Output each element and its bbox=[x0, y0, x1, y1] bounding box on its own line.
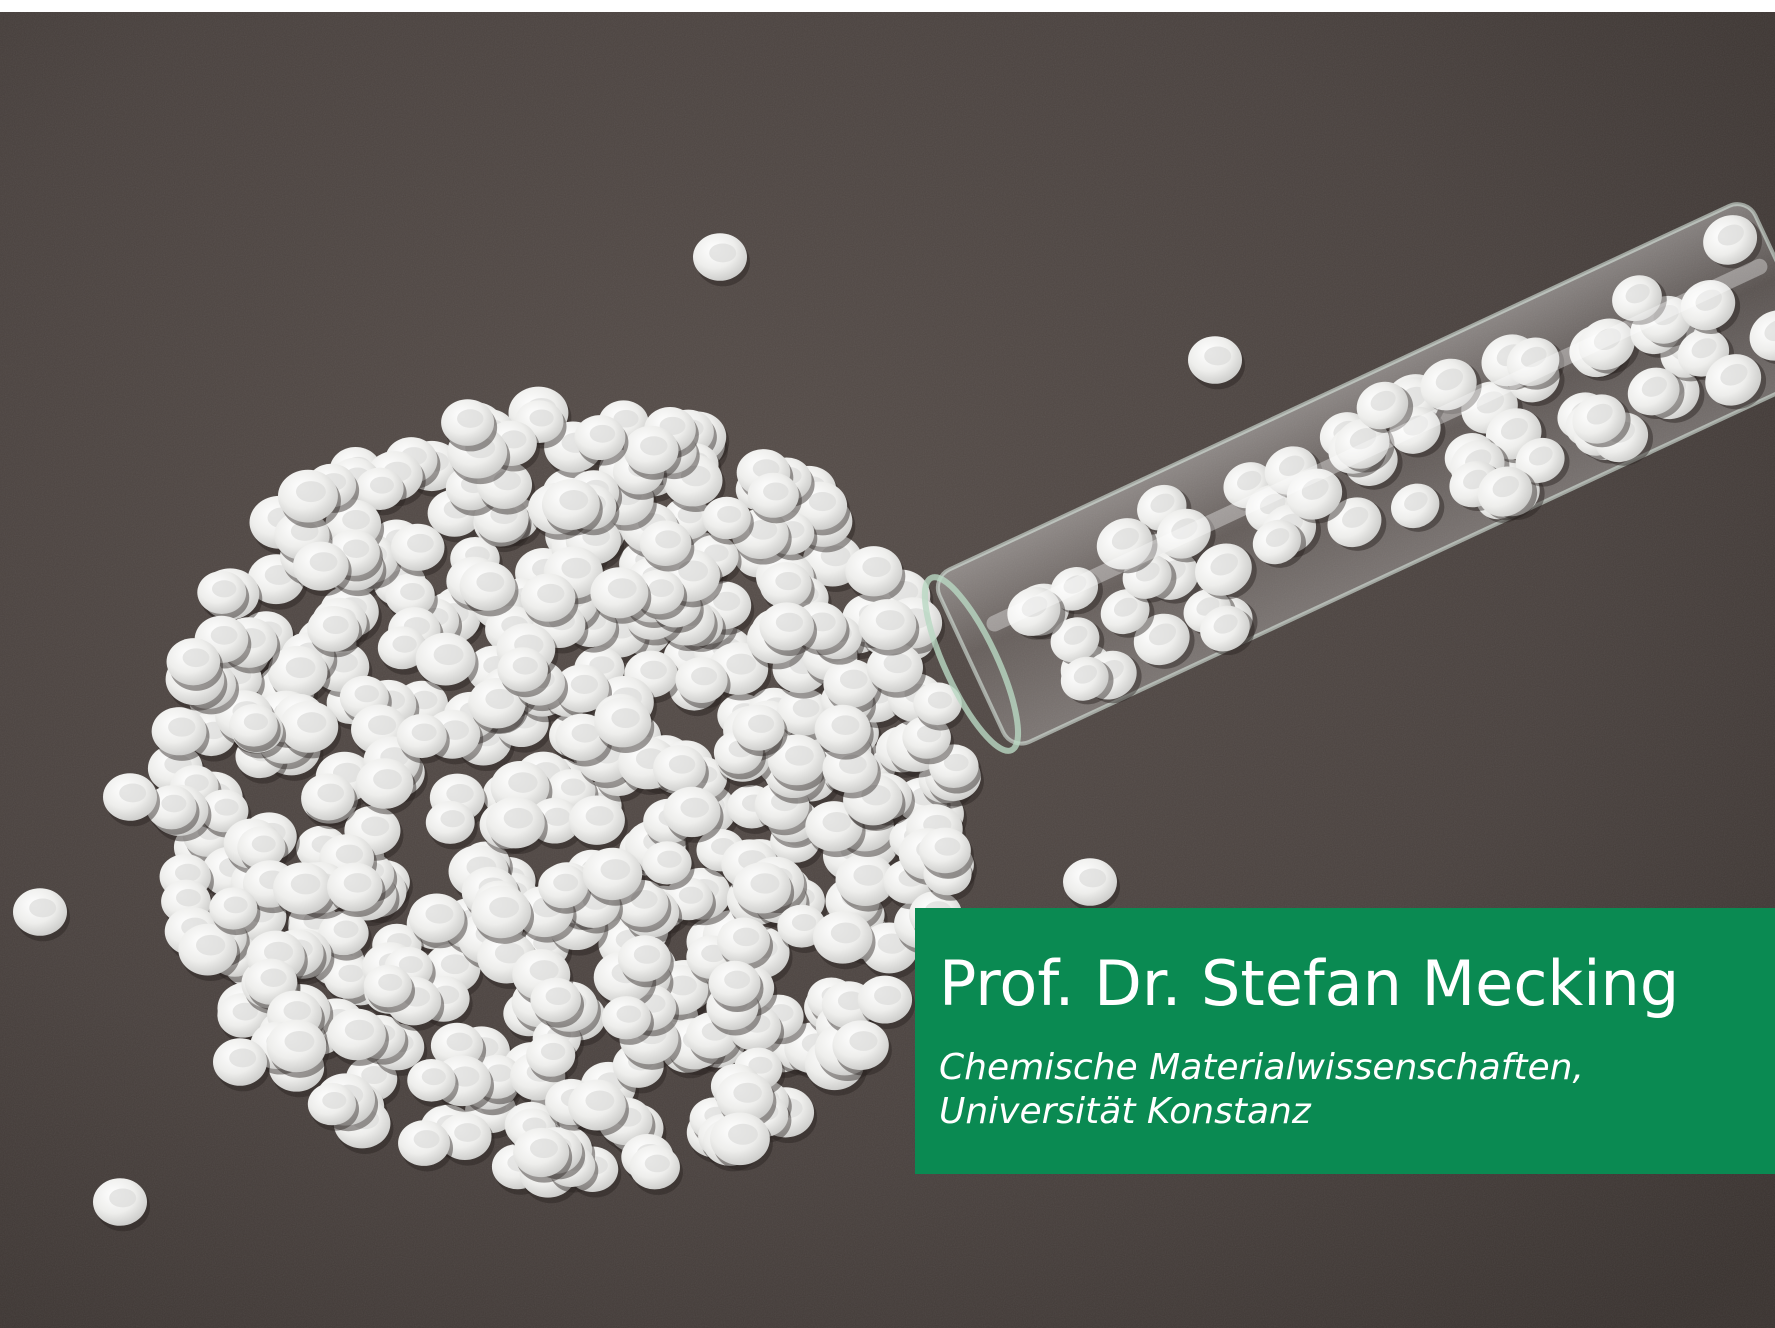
affiliation: Chemische Materialwissenschaften, Univer… bbox=[939, 1046, 1751, 1134]
affiliation-line-2: Universität Konstanz bbox=[939, 1091, 1311, 1132]
pellets-photo bbox=[0, 12, 1775, 1328]
affiliation-line-1: Chemische Materialwissenschaften, bbox=[939, 1047, 1584, 1088]
name-panel: Prof. Dr. Stefan Mecking Chemische Mater… bbox=[915, 908, 1775, 1174]
professor-name: Prof. Dr. Stefan Mecking bbox=[939, 947, 1680, 1020]
